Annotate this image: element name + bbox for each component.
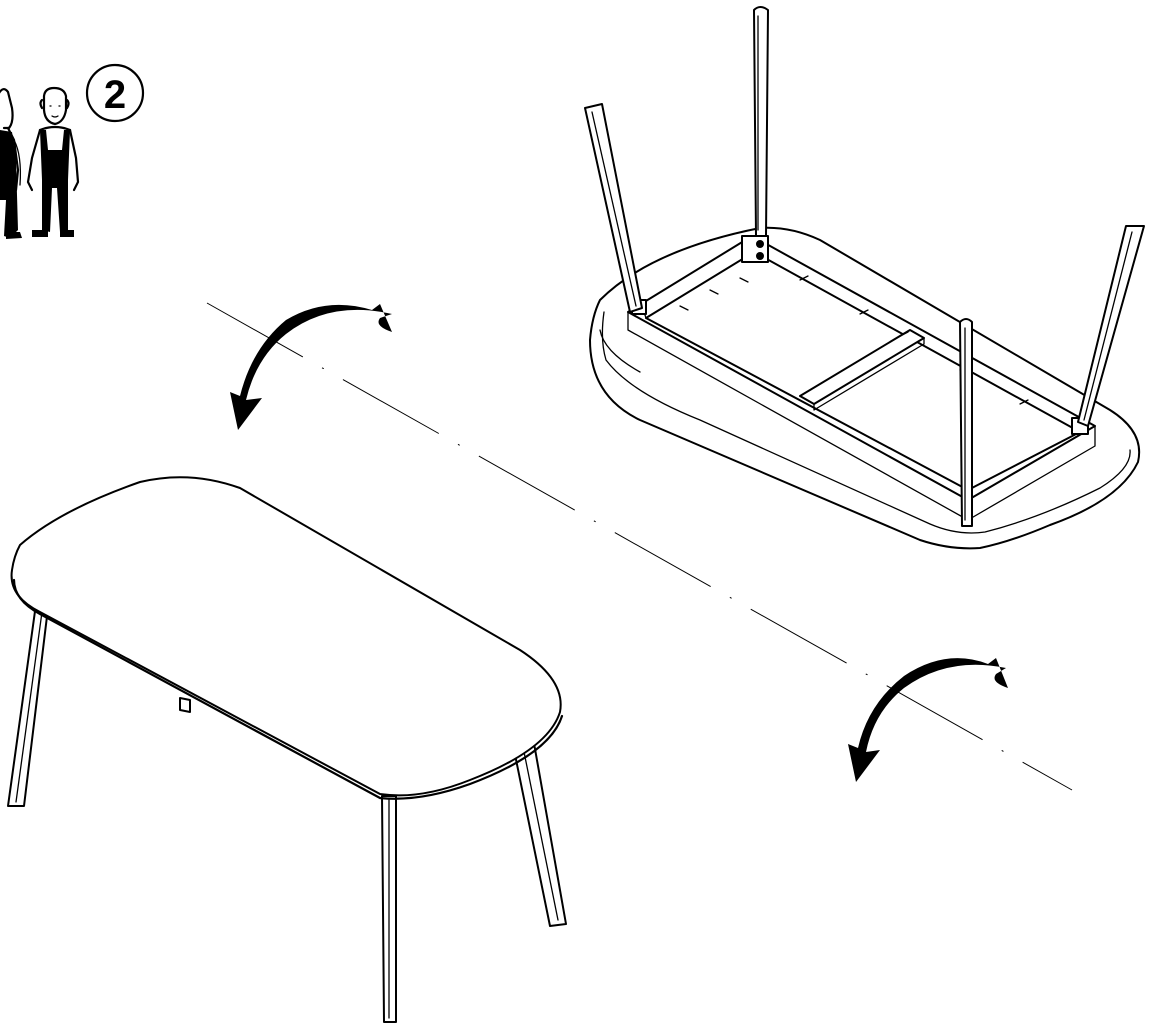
table-leg [7,603,49,807]
rotation-axis-line [206,302,1073,791]
two-person-icon [0,86,80,239]
rotate-arrow-icon [230,304,392,430]
table-upside-down [584,6,1145,550]
table-leg [959,318,973,527]
table-leg [1077,225,1145,427]
rotate-arrow-icon [848,658,1008,782]
table-leg [753,6,769,237]
table-upright [7,476,567,1023]
person-left [0,88,22,239]
person-right [26,86,80,237]
step-number: 2 [104,73,126,117]
step-number-badge: 2 [85,63,145,123]
